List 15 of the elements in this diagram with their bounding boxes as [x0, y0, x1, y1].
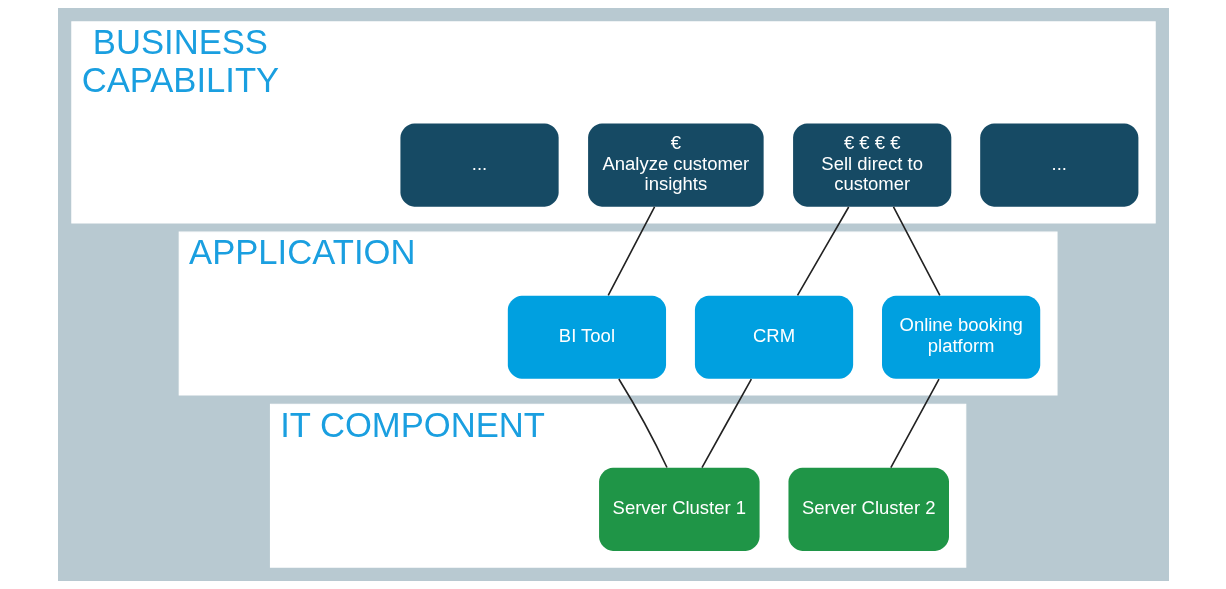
connector [889, 378, 940, 469]
node-box: ... [399, 123, 559, 207]
node-box: CRM [694, 295, 853, 379]
connector [700, 378, 752, 469]
connector [892, 206, 941, 297]
connector [606, 206, 655, 297]
connector [796, 206, 849, 297]
node-box: € € € € Sell direct to customer [792, 123, 951, 207]
node-box: € Analyze customer insights [587, 123, 764, 207]
node-box: Server Cluster 1 [598, 467, 760, 551]
node-box: Online booking platform [881, 295, 1040, 379]
node-box: BI Tool [507, 295, 666, 379]
node-box: Server Cluster 2 [787, 467, 949, 551]
node-box: ... [979, 123, 1138, 207]
connector [617, 378, 668, 469]
